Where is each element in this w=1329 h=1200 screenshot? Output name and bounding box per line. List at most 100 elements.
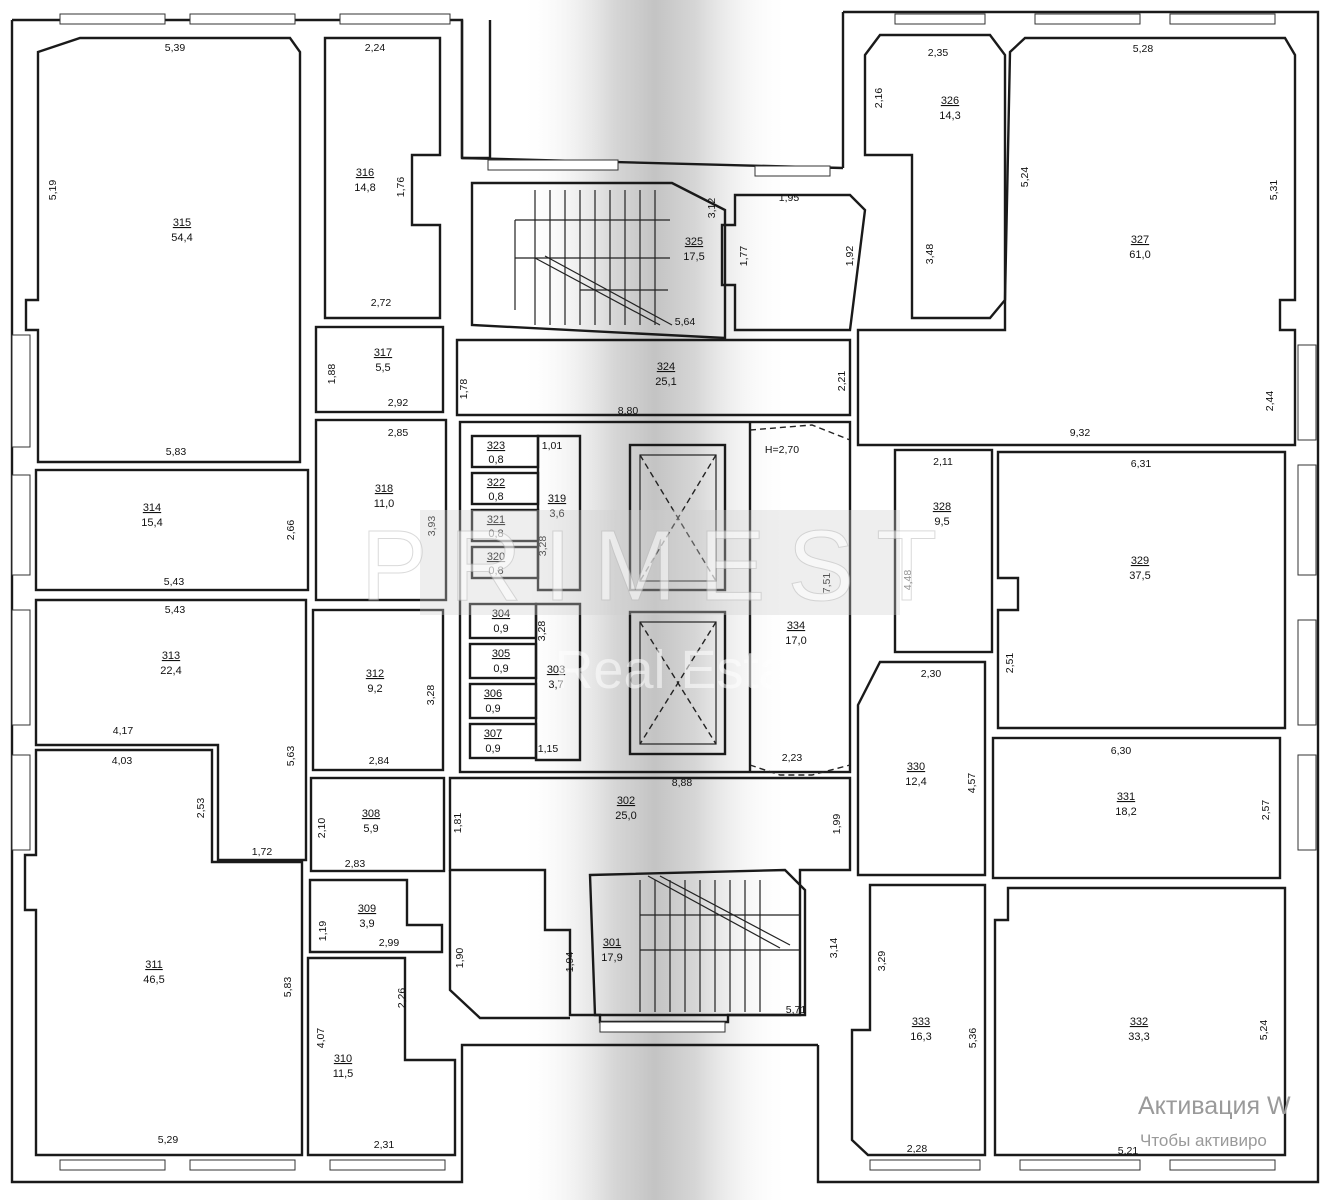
dimension: 2,57 xyxy=(1260,800,1272,821)
room-318-area: 11,0 xyxy=(374,498,395,510)
dimension: 1,19 xyxy=(317,921,329,942)
dimension: 2,31 xyxy=(374,1139,395,1151)
room-325-number: 325 xyxy=(685,236,703,248)
room-302-number: 302 xyxy=(617,795,635,807)
dimension: 2,30 xyxy=(921,668,942,680)
dimension: 5,24 xyxy=(1019,167,1031,188)
room-315-number: 315 xyxy=(173,217,191,229)
room-306-area: 0,9 xyxy=(485,703,500,715)
room-304-area: 0,9 xyxy=(493,623,508,635)
dimension: 5,24 xyxy=(1258,1020,1270,1041)
dimension: 2,16 xyxy=(873,88,885,109)
dimension: 7,51 xyxy=(821,573,833,594)
dimension: 4,03 xyxy=(112,755,133,767)
dimension: H=2,70 xyxy=(765,444,799,456)
room-307-number: 307 xyxy=(484,728,502,740)
dimension: 5,19 xyxy=(47,180,59,201)
dimension: 1,15 xyxy=(538,743,559,755)
dimension: 2,44 xyxy=(1264,391,1276,412)
room-326-area: 14,3 xyxy=(939,110,960,122)
dimension: 1,72 xyxy=(252,846,273,858)
room-320-number: 320 xyxy=(487,551,505,563)
room-314-area: 15,4 xyxy=(141,517,162,529)
room-326-number: 326 xyxy=(941,95,959,107)
room-330-number: 330 xyxy=(907,761,925,773)
dimension: 4,17 xyxy=(113,725,134,737)
room-312-number: 312 xyxy=(366,668,384,680)
dimension: 3,12 xyxy=(706,198,718,219)
dimension: 1,81 xyxy=(452,813,464,834)
room-319-area: 3,6 xyxy=(549,508,564,520)
room-301-number: 301 xyxy=(603,937,621,949)
room-308-area: 5,9 xyxy=(363,823,378,835)
room-328-area: 9,5 xyxy=(934,516,949,528)
dimension: 3,14 xyxy=(828,938,840,959)
room-318-number: 318 xyxy=(375,483,393,495)
dimension: 2,53 xyxy=(195,798,207,819)
room-329-number: 329 xyxy=(1131,555,1149,567)
dimension: 5,83 xyxy=(282,977,294,998)
room-324-number: 324 xyxy=(657,361,675,373)
dimension: 5,28 xyxy=(1133,43,1154,55)
room-301-area: 17,9 xyxy=(601,952,622,964)
dimension: 2,85 xyxy=(388,427,409,439)
watermark-text: Real Estate xyxy=(554,640,833,700)
dimension: 4,07 xyxy=(315,1028,327,1049)
activation-subtitle: Чтобы активиро xyxy=(1140,1131,1267,1150)
room-305-area: 0,9 xyxy=(493,663,508,675)
dimension: 3,48 xyxy=(924,244,936,265)
room-332-area: 33,3 xyxy=(1128,1031,1149,1043)
room-307-area: 0,9 xyxy=(485,743,500,755)
dimension: 4,57 xyxy=(966,773,978,794)
dimension: 1,01 xyxy=(542,440,563,452)
dimension: 5,29 xyxy=(158,1134,179,1146)
dimension: 2,35 xyxy=(928,47,949,59)
dimension: 8,88 xyxy=(672,777,693,789)
room-317-number: 317 xyxy=(374,347,392,359)
dimension: 2,23 xyxy=(782,752,803,764)
watermark-logo: PRIMEST xyxy=(361,510,959,622)
room-327-number: 327 xyxy=(1131,234,1149,246)
dimension: 1,76 xyxy=(395,177,407,198)
dimension: 5,36 xyxy=(967,1028,979,1049)
watermark-backdrop xyxy=(420,510,900,615)
room-333-number: 333 xyxy=(912,1016,930,1028)
dimension: 5,31 xyxy=(1268,180,1280,201)
dimension: 2,10 xyxy=(316,818,328,839)
room-308-number: 308 xyxy=(362,808,380,820)
room-311-number: 311 xyxy=(145,959,163,971)
dimension: 2,66 xyxy=(285,520,297,541)
dimension: 2,11 xyxy=(933,456,953,468)
room-334-area: 17,0 xyxy=(785,635,806,647)
room-316-number: 316 xyxy=(356,167,374,179)
dimension: 2,21 xyxy=(836,371,848,392)
dimension: 2,92 xyxy=(388,397,409,409)
dimension: 6,30 xyxy=(1111,745,1132,757)
room-321-area: 0,8 xyxy=(488,528,503,540)
dimension: 9,32 xyxy=(1070,427,1091,439)
room-319-number: 319 xyxy=(548,493,566,505)
dimension: 5,21 xyxy=(1118,1145,1139,1157)
room-304-number: 304 xyxy=(492,608,510,620)
dimension: 1,95 xyxy=(779,192,800,204)
dimension: 2,24 xyxy=(365,42,386,54)
room-321-number: 321 xyxy=(487,514,505,526)
dimension: 1,99 xyxy=(831,814,843,835)
dimension: 1,94 xyxy=(564,952,576,973)
room-302-area: 25,0 xyxy=(615,810,636,822)
dimension: 5,43 xyxy=(164,576,185,588)
dimension: 2,28 xyxy=(907,1143,928,1155)
room-316-area: 14,8 xyxy=(354,182,375,194)
dimension: 1,88 xyxy=(326,364,338,385)
dimension: 5,63 xyxy=(285,746,297,767)
room-303-area: 3,7 xyxy=(548,679,563,691)
room-309-area: 3,9 xyxy=(359,918,374,930)
walls xyxy=(10,10,1320,1184)
dimension: 3,28 xyxy=(536,621,548,642)
room-325-area: 17,5 xyxy=(683,251,704,263)
dimension: 4,48 xyxy=(902,570,914,591)
dimension: 1,78 xyxy=(458,379,470,400)
dimension: 1,92 xyxy=(844,246,856,267)
dimension: 5,83 xyxy=(166,446,187,458)
dimension: 3,29 xyxy=(876,951,888,972)
